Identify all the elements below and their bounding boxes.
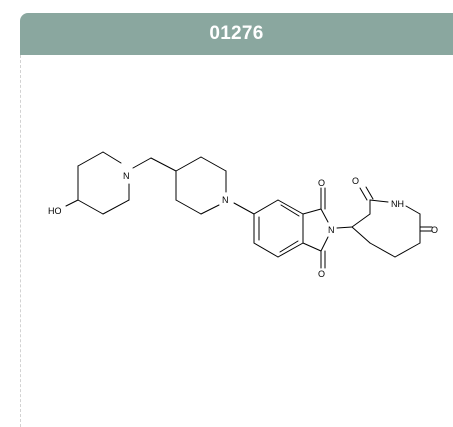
benzene-ring <box>253 199 304 258</box>
piperidine-ring <box>175 156 255 215</box>
compound-header: 01276 <box>20 13 453 55</box>
glutarimide-oxygen-top: O <box>352 176 359 186</box>
piperidine-nitrogen-1: N <box>123 171 130 181</box>
carbonyl-oxygen-top: O <box>318 178 325 188</box>
phthalimide-ring <box>302 187 353 269</box>
carbonyl-oxygen-bottom: O <box>318 269 325 279</box>
imide-nitrogen: N <box>328 225 335 235</box>
hydroxypiperidine-ring <box>65 151 130 215</box>
glutarimide-ring <box>351 186 433 258</box>
methylene-linker <box>132 157 177 172</box>
glutarimide-oxygen-right: O <box>431 225 438 235</box>
compound-id: 01276 <box>209 23 264 44</box>
hydroxyl-label: HO <box>48 206 62 216</box>
piperidine-nitrogen-2: N <box>222 195 229 205</box>
glutarimide-nh: NH <box>391 199 404 209</box>
card-left-border <box>20 55 21 427</box>
